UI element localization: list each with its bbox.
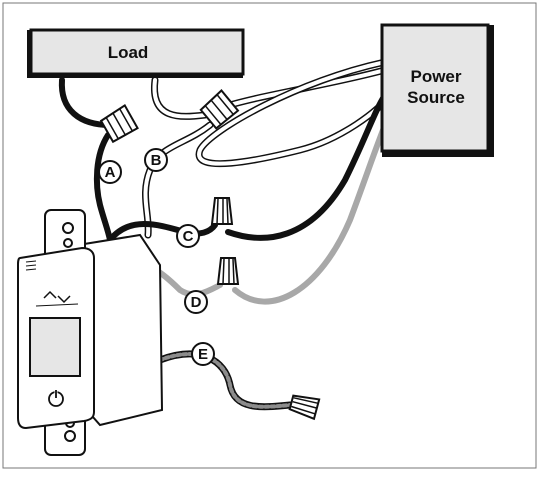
wire-nut-d-icon	[216, 257, 240, 285]
brightness-down-icon	[57, 295, 71, 304]
wire-nut-a-icon	[99, 103, 139, 144]
brightness-up-icon	[43, 290, 57, 299]
callout-a-label: A	[105, 164, 116, 181]
wire-nut-b-icon	[199, 89, 240, 130]
mounting-screw-bottom	[64, 430, 76, 442]
callout-e-label: E	[198, 346, 208, 363]
callout-c-label: C	[183, 228, 194, 245]
load-box: Load	[27, 28, 245, 78]
callout-b-label: B	[151, 152, 162, 169]
power-button-icon	[48, 390, 64, 407]
black-wire-load	[58, 77, 113, 128]
power-source-label-line2: Source	[407, 88, 465, 107]
power-source-label-line1: Power	[410, 67, 461, 86]
black-wire-a	[93, 132, 113, 243]
callout-d: D	[184, 290, 208, 314]
power-source-box: Power Source	[380, 23, 494, 157]
black-wire-c-source	[225, 92, 388, 241]
callout-b: B	[144, 148, 168, 172]
gray-wire-d-source	[232, 122, 388, 305]
mounting-screw-top	[62, 222, 74, 234]
callout-d-label: D	[191, 294, 202, 311]
wire-nut-c-icon	[210, 197, 234, 225]
dimmer-display	[29, 317, 81, 377]
callout-e: E	[191, 342, 215, 366]
callout-c: C	[176, 224, 200, 248]
dimmer-switch	[17, 209, 164, 456]
white-wire-b	[141, 121, 214, 239]
callout-a: A	[98, 160, 122, 184]
wire-nut-e-icon	[288, 394, 321, 421]
white-wire-group	[141, 58, 394, 239]
ground-wire-e	[156, 350, 294, 411]
load-label: Load	[108, 43, 149, 62]
diagram-frame	[2, 2, 537, 469]
